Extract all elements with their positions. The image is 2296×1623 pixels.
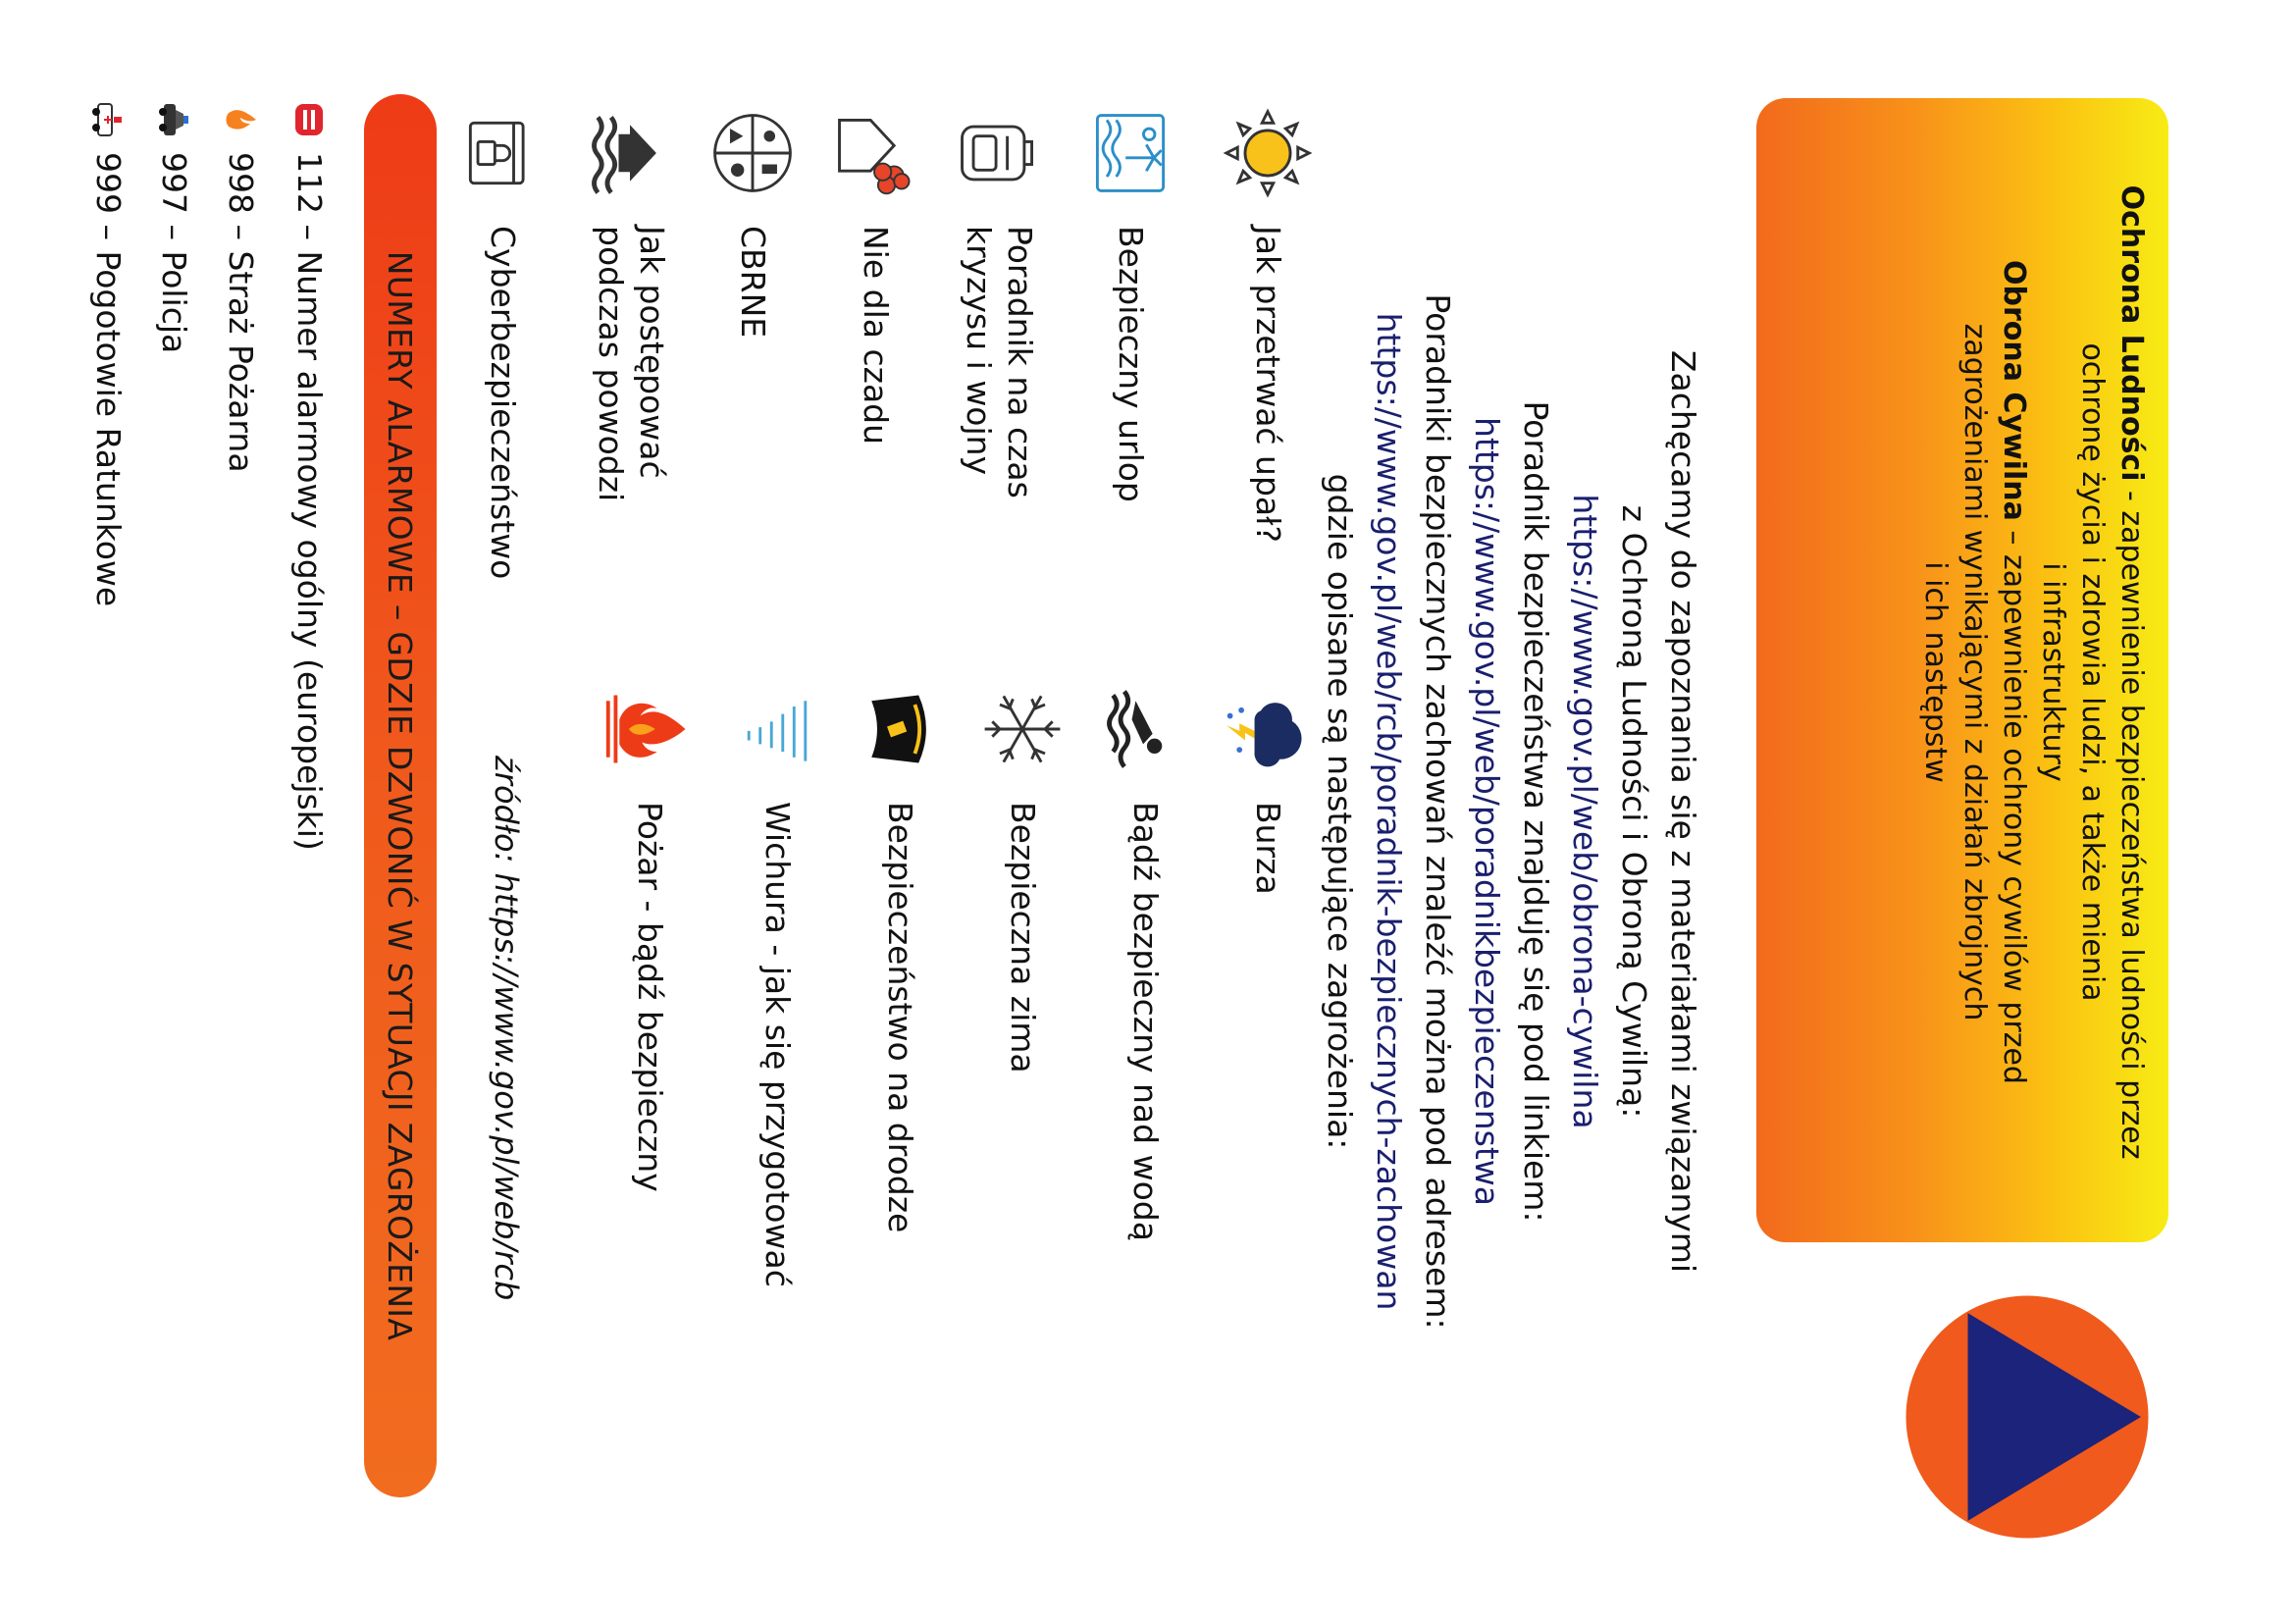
police-car-icon [159,104,188,135]
intro-line: gdzie opisane są następujące zagrożenia: [1321,473,1359,1150]
topic-fire[interactable]: Pożar - bądź bezpieczny [631,802,669,1192]
obrona-line: i ich następstw [1918,561,1953,783]
topic-label: podczas powodzi [592,226,630,502]
topic-crisis-guide[interactable]: Poradnik na czas kryzysu i wojny [958,226,1040,498]
intro-line: Poradniki bezpiecznych zachowań znaleźć … [1419,293,1457,1330]
obrona-line: zagrożeniami wynikającymi z działań zbro… [1957,323,1992,1021]
topic-cbrne[interactable]: CBRNE [734,226,772,339]
flame-icon [226,110,256,130]
ochrona-title: Ochrona Ludności [2114,184,2149,482]
topic-flood[interactable]: Jak postępować podczas powodzi [590,226,672,501]
obrona-cywilna-link[interactable]: https://www.gov.pl/web/obrona-cywilna [1566,494,1604,1129]
road-icon [871,695,926,763]
number-997[interactable]: 997 – Policja [155,152,193,354]
obrona-line: – zapewnienie ochrony cywilów przed [1997,520,2031,1084]
topic-no-co[interactable]: Nie dla czadu [857,226,895,445]
fire-icon [605,695,686,763]
topic-label: Jak postępować [633,226,671,479]
civil-defence-logo [1905,1295,2149,1539]
topic-water-safety[interactable]: Bądź bezpieczny nad wodą [1126,802,1165,1241]
intro-text: Zachęcamy do zapoznania się z materiałam… [1315,98,1707,1525]
source-note: źródło: https://www.gov.pl/web/rcb [488,756,525,1301]
topic-road-safety[interactable]: Bezpieczeństwo na drodze [881,802,919,1233]
topic-heat[interactable]: Jak przetrwać upał? [1249,226,1287,544]
header-text: Ochrona Ludności - zapewnienie bezpiecze… [1915,128,2151,1217]
alarm-bar-label: NUMERY ALARMOWE – GDZIE DZWONIĆ W SYTUAC… [381,250,420,1341]
number-112[interactable]: 112 – Numer alarmowy ogólny (europejski) [290,152,329,851]
beach-icon [1095,114,1166,192]
alarm-numbers-bar: NUMERY ALARMOWE – GDZIE DZWONIĆ W SYTUAC… [364,94,437,1497]
ochrona-line: ochronę życia i zdrowia ludzi, a także m… [2075,342,2110,1002]
ochrona-line: - zapewnienie bezpieczeństwa ludności pr… [2114,481,2149,1160]
poradnik-bezpieczenstwa-link[interactable]: https://www.gov.pl/web/poradnikbezpiecze… [1468,417,1506,1206]
intro-line: Zachęcamy do zapoznania się z materiałam… [1664,349,1702,1274]
cyber-lock-icon [468,121,525,185]
topic-label: Poradnik na czas [1001,226,1039,498]
intro-line: Poradnik bezpieczeństwa znajduję się pod… [1517,400,1555,1223]
ochrona-line: i infrastruktury [2036,562,2070,782]
topic-safe-holiday[interactable]: Bezpieczny urlop [1112,226,1150,502]
ambulance-icon [92,103,122,136]
topic-windstorm[interactable]: Wichura - jak się przygotować [758,802,797,1287]
house-smoke-icon [838,118,911,195]
obrona-title: Obrona Cywilna [1997,260,2031,521]
topic-winter[interactable]: Bezpieczna zima [1004,802,1042,1073]
wind-icon [747,701,808,761]
poradnik-zachowan-link[interactable]: https://www.gov.pl/web/rcb/poradnik-bezp… [1370,312,1408,1311]
backpack-icon [961,125,1033,182]
snowflake-icon [984,695,1061,763]
storm-cloud-icon [1226,703,1302,767]
flood-icon [592,116,656,194]
number-998[interactable]: 998 – Straż Pożarna [222,152,260,473]
phone-112-icon [295,104,323,135]
topic-label: kryzysu i wojny [960,226,998,476]
cbrne-icon [713,114,792,192]
swimmer-icon [1107,690,1163,768]
intro-line: z Ochroną Ludności i Obroną Cywilną: [1615,504,1653,1119]
sun-icon [1223,108,1313,198]
topic-storm[interactable]: Burza [1249,802,1287,895]
topic-cybersecurity[interactable]: Cyberbezpieczeństwo [484,226,522,580]
number-999[interactable]: 999 – Pogotowie Ratunkowe [89,152,128,607]
